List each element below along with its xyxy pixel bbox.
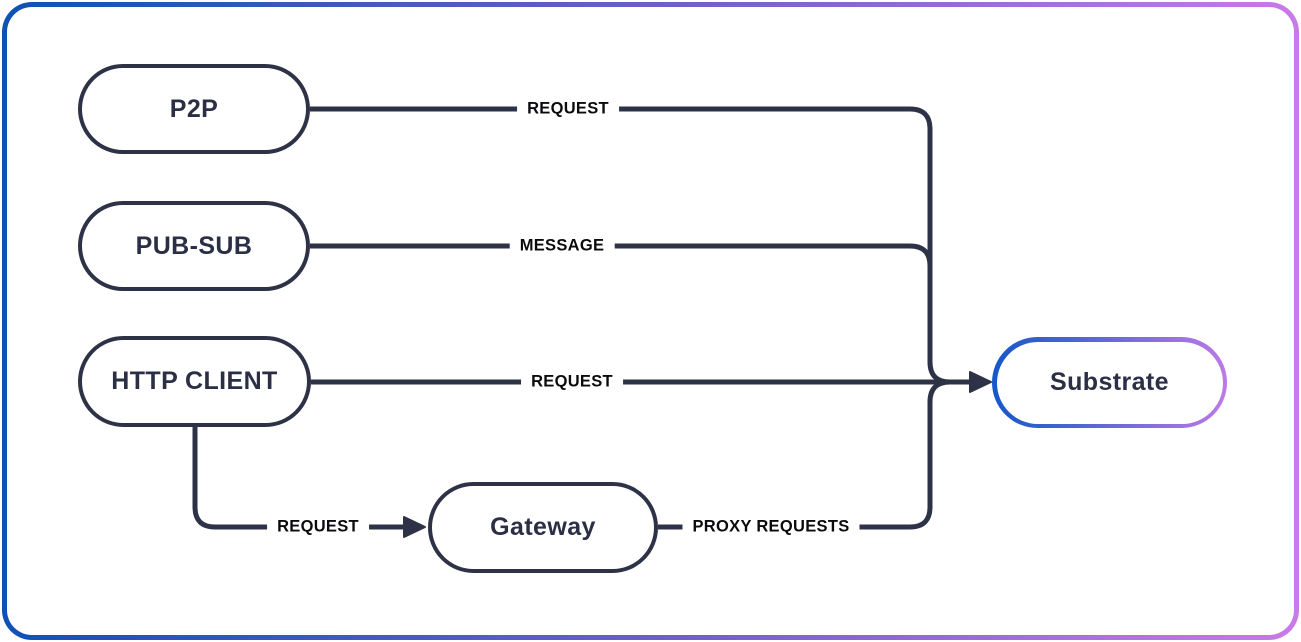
node-substrate-label: Substrate: [1050, 368, 1169, 396]
node-pub-sub-label: PUB-SUB: [135, 231, 253, 260]
edge-pubsub-substrate: [310, 243, 933, 267]
edge-label-httpclient-request: REQUEST: [521, 370, 623, 394]
arrowhead-into-substrate: [969, 371, 992, 393]
edge-label-proxy-requests: PROXY REQUESTS: [682, 515, 860, 539]
node-pub-sub: PUB-SUB: [78, 201, 310, 291]
node-http-client-label: HTTP CLIENT: [111, 367, 278, 395]
edge-label-gateway-request: REQUEST: [267, 515, 369, 539]
edge-gateway-substrate: [658, 379, 951, 530]
node-substrate: Substrate: [992, 337, 1227, 428]
edge-label-p2p-request: REQUEST: [517, 97, 619, 121]
node-http-client: HTTP CLIENT: [78, 336, 311, 427]
edge-label-pubsub-message: MESSAGE: [509, 234, 615, 258]
node-substrate-inner: Substrate: [996, 341, 1223, 424]
arrowhead-into-gateway: [403, 516, 426, 538]
node-p2p-label: P2P: [169, 94, 219, 123]
node-gateway: Gateway: [428, 482, 658, 573]
node-gateway-label: Gateway: [490, 513, 596, 541]
edge-httpclient-gateway: [192, 427, 406, 530]
node-p2p: P2P: [78, 64, 310, 154]
